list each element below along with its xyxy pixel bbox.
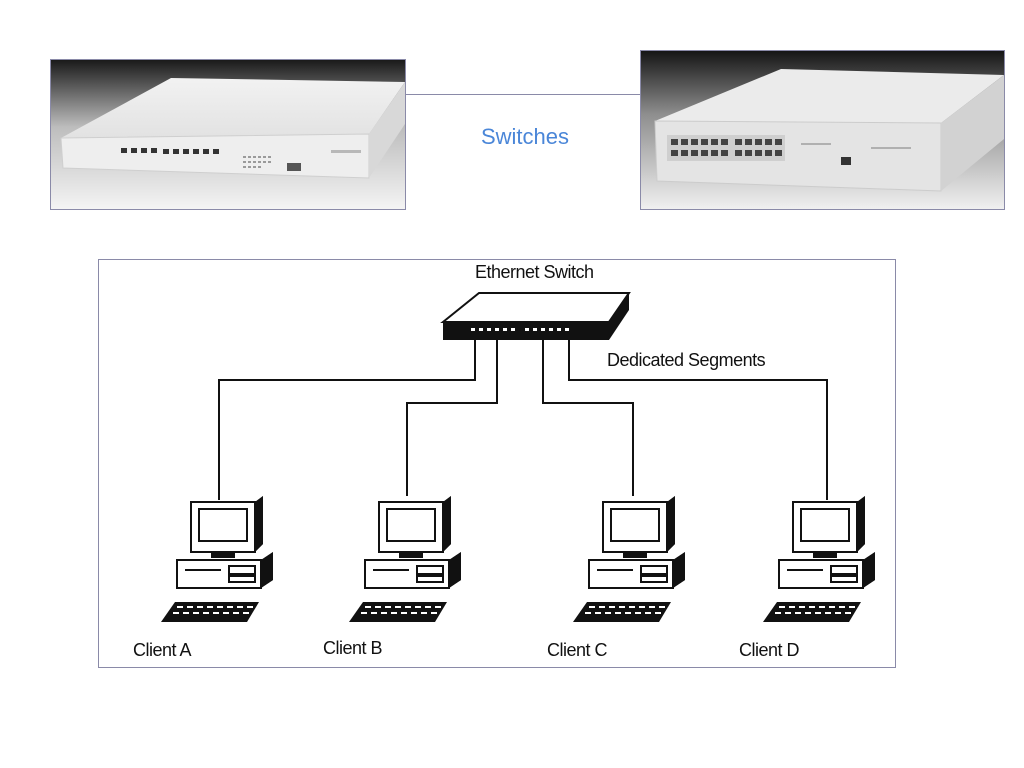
cable-client-d <box>568 340 828 500</box>
switch-device-icon <box>641 51 1004 209</box>
cable-client-a <box>218 340 476 500</box>
photo-connector-line <box>406 94 640 95</box>
client-d-computer-icon <box>762 495 876 623</box>
client-c-label: Client C <box>547 640 608 660</box>
slide-title: Switches <box>480 124 570 149</box>
switch-photo-left <box>50 59 406 210</box>
cable-client-b <box>406 340 498 496</box>
network-diagram-drawing <box>160 292 876 623</box>
client-a-label: Client A <box>133 640 192 660</box>
dedicated-segments-label: Dedicated Segments <box>607 350 766 370</box>
switch-device-icon <box>51 60 405 209</box>
ethernet-switch-label: Ethernet Switch <box>475 262 594 282</box>
cable-lines <box>218 340 828 500</box>
ethernet-switch-icon <box>440 292 631 340</box>
client-b-label: Client B <box>323 638 383 658</box>
client-d-label: Client D <box>739 640 800 660</box>
switch-photo-right <box>640 50 1005 210</box>
client-c-computer-icon <box>572 495 686 623</box>
cable-client-c <box>542 340 634 496</box>
client-b-computer-icon <box>348 495 462 623</box>
client-a-computer-icon <box>160 495 274 623</box>
network-diagram: Ethernet Switch Dedicated Segments Clien… <box>98 259 896 668</box>
